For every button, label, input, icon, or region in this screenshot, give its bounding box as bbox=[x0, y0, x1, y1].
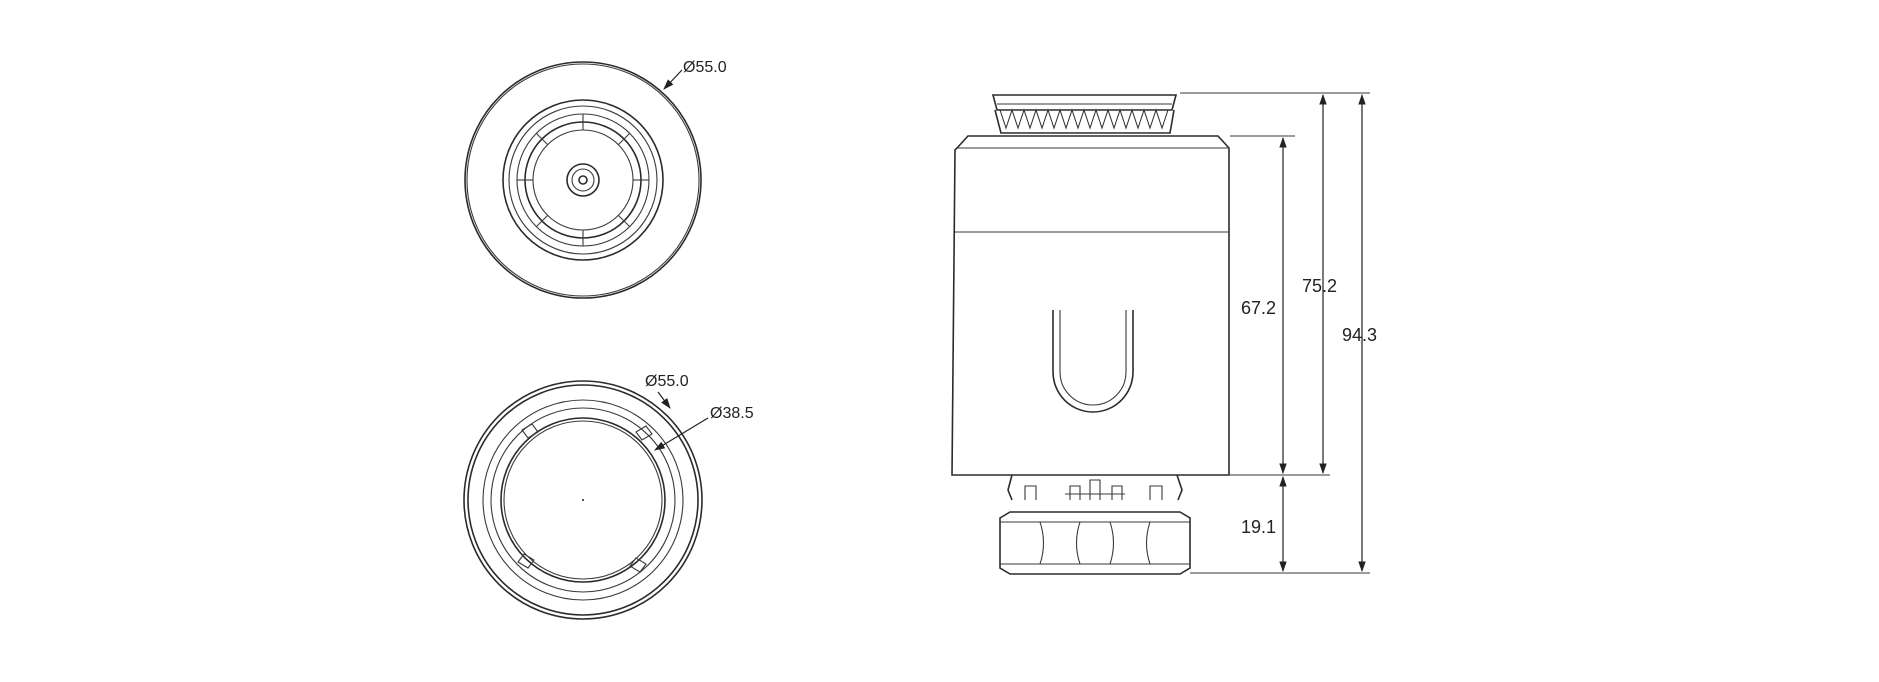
bottom-inner-diameter-label: Ø38.5 bbox=[710, 405, 754, 422]
dim-body-with-cap-height: 75.2 bbox=[1302, 276, 1337, 296]
side-view: 67.2 75.2 94.3 19.1 bbox=[951, 92, 1377, 575]
extension-lines bbox=[1180, 92, 1370, 574]
dim-nut-height: 19.1 bbox=[1241, 517, 1276, 537]
bottom-outer-diameter-label: Ø55.0 bbox=[645, 373, 689, 390]
bottom-view: Ø55.0 Ø38.5 bbox=[463, 373, 754, 620]
top-diameter-label: Ø55.0 bbox=[683, 59, 727, 76]
spokes bbox=[517, 114, 649, 246]
clip-tabs bbox=[517, 423, 653, 573]
top-view: Ø55.0 bbox=[464, 59, 727, 299]
dim-total-height: 94.3 bbox=[1342, 325, 1377, 345]
dim-body-height: 67.2 bbox=[1241, 298, 1276, 318]
cap-serrations bbox=[999, 108, 1169, 130]
